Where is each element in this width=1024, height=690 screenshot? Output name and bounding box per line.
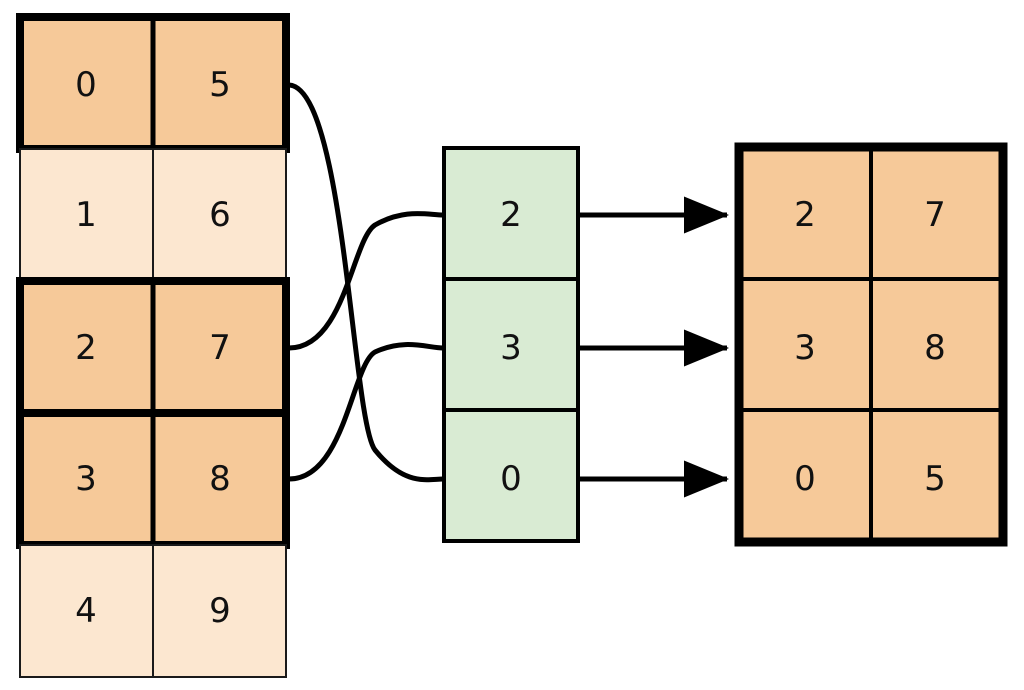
source-row-4[interactable]: 4 9 — [19, 544, 287, 678]
result-cell-2-1: 5 — [924, 459, 946, 499]
source-row-0[interactable]: 0 5 — [16, 13, 290, 153]
source-row-2[interactable]: 2 7 — [16, 277, 290, 417]
source-table: 0 5 1 6 2 7 3 8 — [16, 13, 290, 678]
source-cell-4-0: 4 — [75, 591, 97, 631]
result-cell-1-1: 8 — [924, 328, 946, 368]
index-column: 2 3 0 — [442, 146, 580, 543]
source-cell-2-1: 7 — [209, 328, 231, 368]
source-cell-0-1: 5 — [209, 65, 231, 105]
index-cell-1-outline — [442, 277, 580, 412]
index-cell-1[interactable]: 3 — [442, 277, 580, 412]
connector-group — [286, 82, 446, 483]
source-row-1[interactable]: 1 6 — [19, 148, 287, 282]
result-row-1[interactable]: 3 8 — [794, 328, 946, 368]
source-cell-1-1: 6 — [209, 195, 231, 235]
connector-source-row-3-to-index-1 — [286, 342, 446, 482]
source-cell-0-0: 0 — [75, 65, 97, 105]
index-cell-1-value: 3 — [500, 328, 522, 368]
result-row-0[interactable]: 2 7 — [794, 195, 946, 235]
index-cell-0-outline — [442, 146, 580, 281]
source-cell-4-1: 9 — [209, 591, 231, 631]
result-cell-0-0: 2 — [794, 195, 816, 235]
result-table: 2 7 3 8 0 5 — [734, 142, 1008, 547]
source-cell-3-1: 8 — [209, 459, 231, 499]
source-cell-2-0: 2 — [75, 328, 97, 368]
source-row-3[interactable]: 3 8 — [16, 409, 290, 549]
index-cell-2-outline — [442, 408, 580, 543]
arrow-group — [578, 196, 729, 498]
result-cell-1-0: 3 — [794, 328, 816, 368]
connector-source-row-2-to-index-0 — [286, 211, 446, 351]
result-cell-2-0: 0 — [794, 459, 816, 499]
index-cell-0[interactable]: 2 — [442, 146, 580, 281]
result-cell-0-1: 7 — [924, 195, 946, 235]
index-cell-0-value: 2 — [500, 195, 522, 235]
index-cell-2[interactable]: 0 — [442, 408, 580, 543]
source-cell-1-0: 1 — [75, 195, 97, 235]
connector-source-row-0-to-index-2 — [286, 82, 446, 483]
index-cell-2-value: 0 — [500, 459, 522, 499]
source-cell-3-0: 3 — [75, 459, 97, 499]
result-row-2[interactable]: 0 5 — [794, 459, 946, 499]
